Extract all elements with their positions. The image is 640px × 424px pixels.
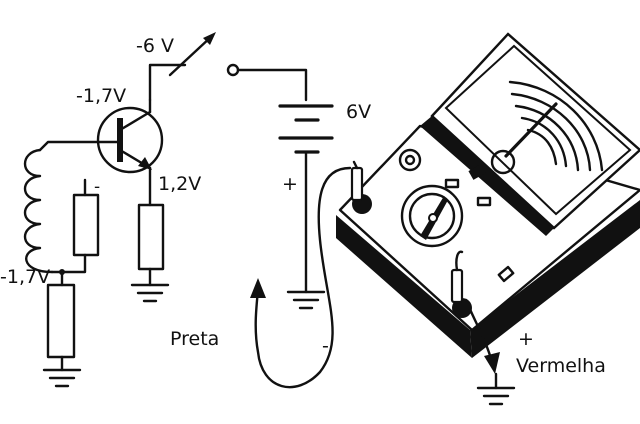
resistor-lower <box>46 283 76 359</box>
battery-plus-label: + <box>282 173 298 195</box>
red-plus-label: + <box>518 328 534 350</box>
red-probe-label: Vermelha <box>516 355 606 377</box>
coil-inductor <box>23 148 54 274</box>
ground-meter <box>476 386 516 406</box>
collector-voltage-label: -6 V <box>136 35 174 57</box>
meter-needle <box>504 102 558 158</box>
base-voltage-label: -1,7V <box>76 85 126 107</box>
black-probe-plug <box>350 160 364 202</box>
resistor-emitter <box>137 203 165 271</box>
meter-scale-arcs <box>508 80 604 172</box>
red-probe-lead: + Vermelha <box>464 298 606 406</box>
battery-circuit: 6V + - <box>226 63 371 357</box>
ground-left <box>42 368 82 388</box>
meter-scale-window <box>444 44 632 216</box>
adjust-knob[interactable] <box>398 148 422 172</box>
transistor-symbol <box>96 106 164 174</box>
resistor-upper <box>72 193 100 257</box>
range-selector-knob[interactable] <box>400 184 464 248</box>
divider-voltage-label: -1,7V <box>0 266 50 288</box>
transistor-circuit: -6 V -1,7V 1,2V -1,7V - <box>0 32 216 388</box>
multimeter <box>336 32 640 358</box>
ground-battery <box>286 290 326 310</box>
red-probe-plug <box>450 250 464 304</box>
ground-emitter <box>130 283 170 303</box>
probe-minus-small-label: - <box>94 177 100 197</box>
battery-voltage-label: 6V <box>346 101 371 123</box>
battery-minus-label: - <box>322 335 329 357</box>
black-probe-lead: Preta <box>170 166 352 389</box>
switch-terminal <box>226 63 240 77</box>
black-probe-label: Preta <box>170 328 219 350</box>
emitter-voltage-label: 1,2V <box>158 173 201 195</box>
zero-adjust-screw[interactable] <box>490 149 516 175</box>
